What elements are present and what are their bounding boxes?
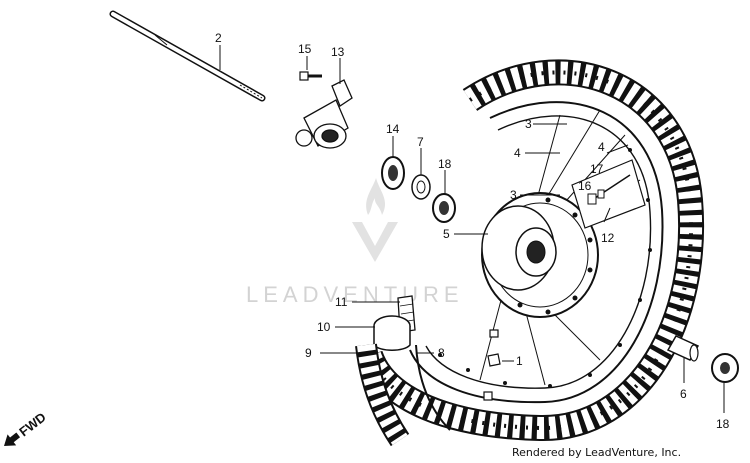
callout-10: 10 — [317, 320, 331, 334]
axle — [109, 10, 266, 102]
callout-4-left: 4 — [514, 146, 521, 160]
tire-section — [355, 343, 451, 447]
tube-and-flap — [373, 295, 416, 351]
callout-8: 8 — [438, 346, 445, 360]
fwd-arrow-icon — [4, 432, 21, 446]
callout-17: 17 — [590, 162, 604, 176]
callout-1: 1 — [516, 354, 523, 368]
render-credit: Rendered by LeadVenture, Inc. — [512, 446, 681, 459]
speedometer-gearbox — [295, 79, 353, 149]
bearing-right — [432, 193, 456, 223]
screw — [299, 71, 322, 81]
callout-3-upper: 3 — [525, 117, 532, 131]
callout-14: 14 — [386, 122, 400, 136]
callout-15: 15 — [298, 42, 312, 56]
callout-18-upper: 18 — [438, 157, 452, 171]
callout-12: 12 — [601, 231, 615, 245]
fwd-label: FWD — [16, 409, 49, 439]
callout-11: 11 — [335, 295, 348, 309]
callout-18-lower: 18 — [716, 417, 730, 431]
callout-2: 2 — [215, 31, 222, 45]
callout-6: 6 — [680, 387, 687, 401]
bearing-left — [381, 156, 405, 190]
hub — [481, 192, 599, 318]
watermark-logo-icon — [352, 178, 398, 262]
callout-13: 13 — [331, 45, 345, 59]
collar — [666, 335, 700, 362]
callout-7: 7 — [417, 135, 424, 149]
callout-5: 5 — [443, 227, 450, 241]
front-wheel — [357, 59, 705, 442]
bearing-lower — [711, 353, 739, 383]
rim — [409, 101, 664, 404]
fwd-direction-marker: FWD — [4, 409, 49, 446]
leader-lines — [219, 45, 725, 413]
callout-9: 9 — [305, 346, 312, 360]
callout-4-right: 4 — [598, 140, 605, 154]
dust-seal — [411, 174, 431, 200]
callout-labels: 2 15 13 14 7 18 3 4 4 17 16 3 12 5 11 10… — [215, 31, 730, 431]
callout-16: 16 — [578, 179, 592, 193]
spoke-nipple-detail — [571, 159, 646, 229]
callout-3-lower: 3 — [510, 188, 517, 202]
valve-parts — [483, 329, 501, 401]
watermark-text: LEADVENTURE — [246, 282, 464, 307]
leadventure-watermark: LEADVENTURE — [246, 178, 464, 307]
